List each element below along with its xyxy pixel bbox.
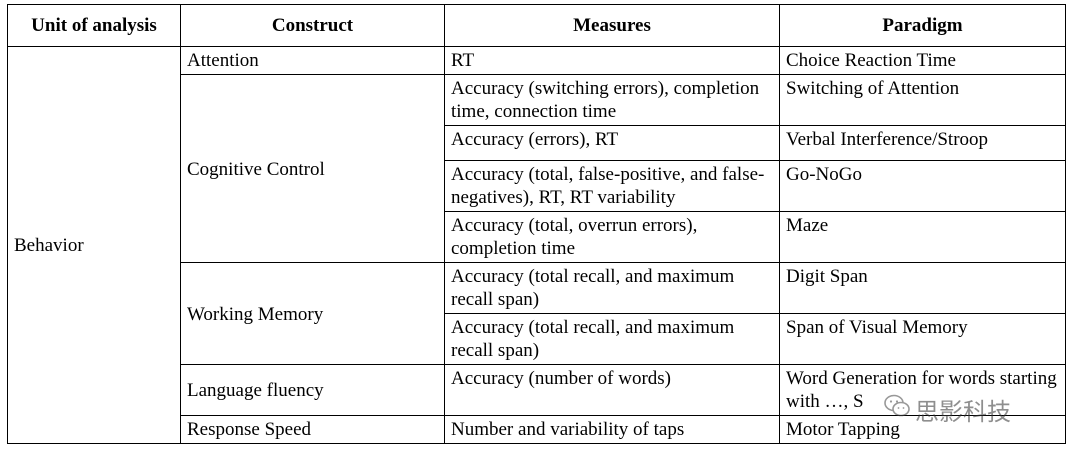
table-row: Accuracy (errors), RT Verbal Interferenc… <box>8 125 1066 161</box>
paradigm-text: Digit Span <box>786 266 868 287</box>
construct-cell: Response Speed <box>180 415 445 444</box>
paradigm-cell: Word Generation for words starting with … <box>779 364 1066 416</box>
measures-cell: Accuracy (number of words) <box>444 364 780 416</box>
measures-cell: Number and variability of taps <box>444 415 780 444</box>
paradigm-text: Go-NoGo <box>786 164 862 185</box>
paradigm-text: Motor Tapping <box>786 419 900 440</box>
measures-table: Unit of analysis Construct Measures Para… <box>7 4 1066 444</box>
paradigm-cell: Span of Visual Memory <box>779 313 1066 365</box>
paradigm-text: Choice Reaction Time <box>786 50 956 71</box>
measures-text: Accuracy (switching errors), completion … <box>451 78 760 122</box>
unit-label: Behavior <box>14 235 84 256</box>
measures-cell: Accuracy (switching errors), completion … <box>444 74 780 126</box>
construct-cell: Attention <box>180 46 445 75</box>
paradigm-text: Maze <box>786 215 829 236</box>
header-unit-of-analysis: Unit of analysis <box>7 4 181 47</box>
table-row: Language fluency Accuracy (number of wor… <box>8 364 1066 416</box>
paradigm-cell: Motor Tapping <box>779 415 1066 444</box>
unit-cell-behavior: Behavior <box>7 46 181 444</box>
construct-cell: Cognitive Control <box>180 74 445 263</box>
paradigm-cell: Choice Reaction Time <box>779 46 1066 75</box>
table-row: Response Speed Number and variability of… <box>8 415 1066 444</box>
table-row: Accuracy (total, false-positive, and fal… <box>8 160 1066 212</box>
construct-label: Cognitive Control <box>187 158 325 180</box>
table-row: Working Memory Accuracy (total recall, a… <box>8 262 1066 365</box>
table-row: Accuracy (total recall, and maximum reca… <box>8 313 1066 365</box>
construct-cell: Language fluency <box>180 364 445 416</box>
paradigm-text: Span of Visual Memory <box>786 317 968 338</box>
measures-cell: Accuracy (total recall, and maximum reca… <box>444 262 780 314</box>
table-row: Cognitive Control Accuracy (switching er… <box>8 74 1066 263</box>
measures-text: Accuracy (errors), RT <box>451 129 619 150</box>
measures-cell: Accuracy (total recall, and maximum reca… <box>444 313 780 365</box>
construct-cell: Working Memory <box>180 262 445 365</box>
measures-cell: Accuracy (total, false-positive, and fal… <box>444 160 780 212</box>
measures-text: Accuracy (total recall, and maximum reca… <box>451 266 735 310</box>
paradigm-cell: Switching of Attention <box>779 74 1066 126</box>
construct-label: Language fluency <box>187 380 324 401</box>
header-paradigm: Paradigm <box>779 4 1066 47</box>
paradigm-cell: Digit Span <box>779 262 1066 314</box>
measures-cell: Accuracy (errors), RT <box>444 125 780 161</box>
measures-text: Accuracy (total recall, and maximum reca… <box>451 317 735 361</box>
measures-text: Accuracy (number of words) <box>451 368 671 389</box>
paradigm-text: Verbal Interference/Stroop <box>786 129 989 150</box>
measures-text: Number and variability of taps <box>451 419 685 440</box>
paradigm-text: Switching of Attention <box>786 78 960 99</box>
paradigm-cell: Maze <box>779 211 1066 263</box>
measures-cell: RT <box>444 46 780 75</box>
construct-label: Working Memory <box>187 303 324 325</box>
paradigm-cell: Verbal Interference/Stroop <box>779 125 1066 161</box>
header-construct: Construct <box>180 4 445 47</box>
header-measures: Measures <box>444 4 780 47</box>
header-row: Unit of analysis Construct Measures Para… <box>7 4 1066 47</box>
measures-text: Accuracy (total, false-positive, and fal… <box>451 164 765 208</box>
measures-text: RT <box>451 50 475 71</box>
paradigm-cell: Go-NoGo <box>779 160 1066 212</box>
paradigm-text: Word Generation for words starting with … <box>786 368 1057 412</box>
construct-label: Attention <box>187 50 259 71</box>
measures-cell: Accuracy (total, overrun errors), comple… <box>444 211 780 263</box>
measures-text: Accuracy (total, overrun errors), comple… <box>451 215 698 259</box>
table-row: Behavior Attention RT Choice Reaction Ti… <box>7 46 1066 444</box>
table-row: Accuracy (total, overrun errors), comple… <box>8 211 1066 263</box>
construct-label: Response Speed <box>187 419 312 440</box>
